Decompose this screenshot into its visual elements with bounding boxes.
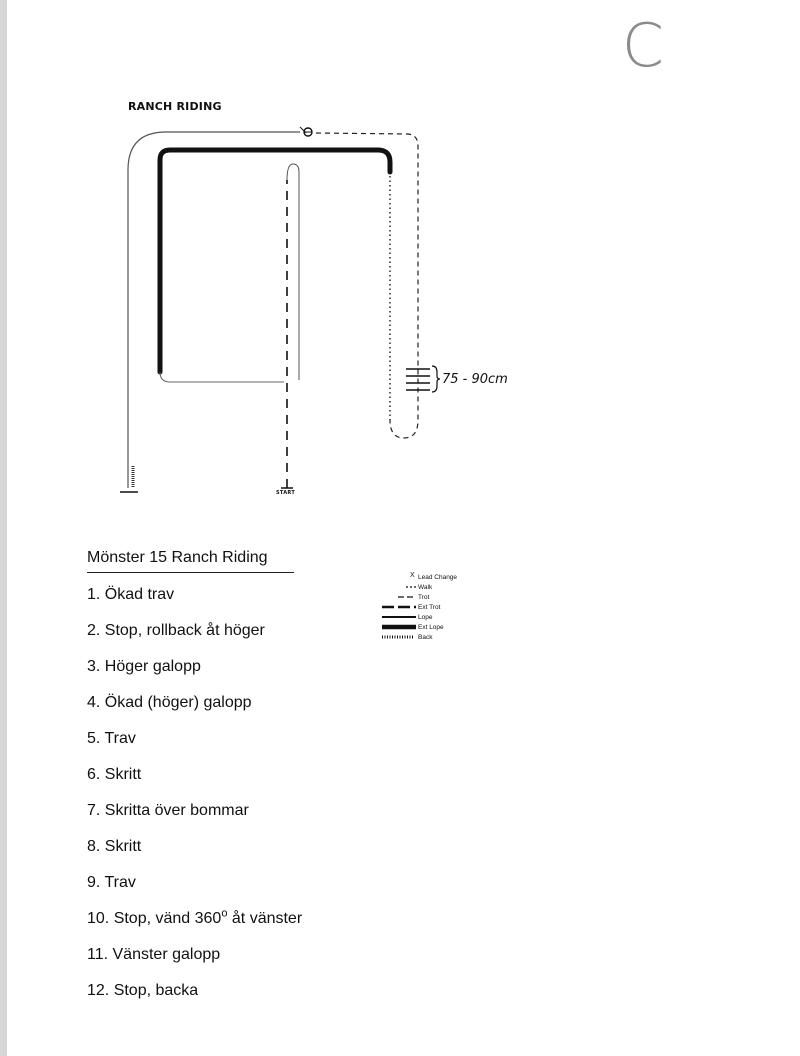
step-item: 2. Stop, rollback åt höger [87, 622, 265, 639]
step-item: 4. Ökad (höger) galopp [87, 694, 252, 711]
walk-swatch [406, 586, 416, 588]
step-item: 12. Stop, backa [87, 982, 199, 999]
rollback-hook [286, 163, 300, 380]
back-swatch [382, 635, 414, 639]
step-item: 6. Skritt [87, 766, 142, 783]
legend-label: Trot [418, 593, 430, 601]
legend-label: Lope [418, 613, 433, 621]
step-item: 5. Trav [87, 730, 136, 747]
lope-swatch [382, 616, 416, 618]
trot-path-bottom [159, 371, 284, 383]
pattern-title: RANCH RIDING [128, 100, 222, 113]
pole-spacing-label: 75 - 90cm [442, 372, 508, 387]
pattern-diagram [120, 126, 441, 493]
step-item: 7. Skritta över bommar [87, 802, 249, 819]
legend-label: Back [418, 633, 433, 641]
ext-trot-swatch [382, 605, 416, 609]
legend-label: Ext Lope [418, 623, 444, 631]
lead-change-symbol: X [410, 572, 415, 579]
start-label: START [276, 490, 296, 496]
legend-label: Ext Trot [418, 603, 441, 611]
step-item: 8. Skritt [87, 838, 142, 855]
poles-icon [406, 368, 430, 391]
legend-label: Walk [418, 583, 433, 591]
legend-row-ext-trot: Ext Trot [380, 602, 490, 612]
legend-row-ext-lope: Ext Lope [380, 622, 490, 632]
legend-row-lope: Lope [380, 612, 490, 622]
back-marker [120, 466, 138, 493]
instructions-title: Mönster 15 Ranch Riding [87, 548, 294, 573]
step-item: 9. Trav [87, 874, 136, 891]
ext-lope-swatch [382, 624, 416, 630]
page-edge [0, 0, 7, 1056]
step-item: 10. Stop, vänd 360o åt vänster [87, 907, 347, 945]
ext-lope-path [157, 147, 393, 375]
legend-row-back: Back [380, 632, 490, 642]
step-item: 11. Vänster galopp [87, 946, 221, 963]
legend-row-walk: Walk [380, 582, 490, 592]
legend-row-trot: Trot [380, 592, 490, 602]
step-item: 3. Höger galopp [87, 658, 201, 675]
lope-path-outer [127, 131, 300, 488]
trot-swatch [398, 596, 416, 598]
pattern-instructions: Mönster 15 Ranch Riding 1. Ökad trav 2. … [87, 548, 347, 1017]
legend-label: Lead Change [418, 573, 458, 581]
legend-row-lead-change: X Lead Change [380, 572, 490, 582]
walk-path-top [315, 132, 419, 439]
step-item: 1. Ökad trav [87, 586, 175, 603]
degree-superscript: o [221, 907, 228, 920]
corner-letter: C [622, 11, 664, 81]
lead-change-icon [299, 126, 313, 137]
legend: X Lead Change Walk Trot Ext Trot Lope Ex… [380, 572, 490, 642]
step-text: åt vänster [227, 910, 303, 927]
step-text: 10. Stop, vänd 360 [87, 910, 222, 927]
pole-spacing-bracket [431, 365, 441, 393]
